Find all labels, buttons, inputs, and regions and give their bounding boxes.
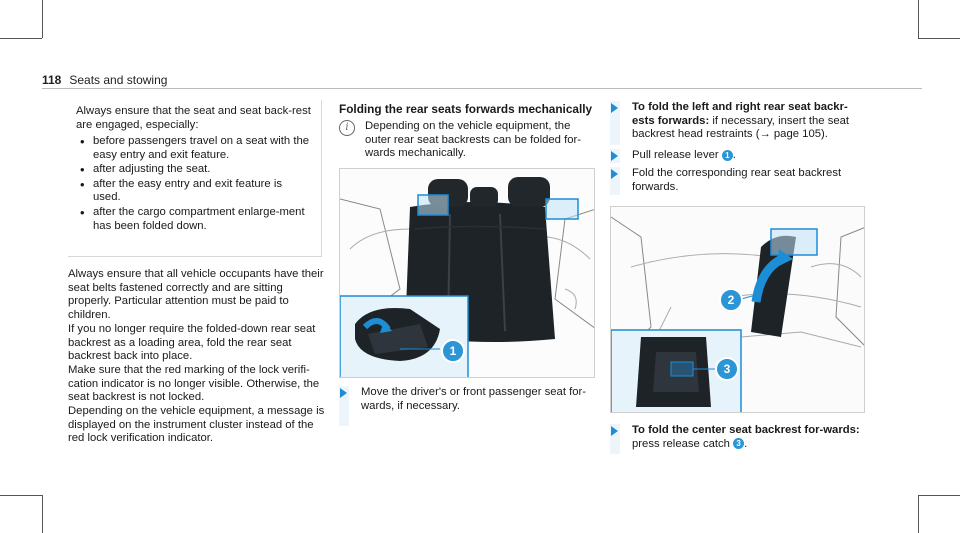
section-heading: Folding the rear seats forwards mechanic… [339,102,593,116]
crop-mark [0,38,42,39]
step-text: Fold the corresponding rear seat backres… [632,167,842,193]
callout-badge: 3 [733,438,745,450]
rear-seat-illustration: 1 [339,168,595,378]
arrow-icon [611,151,618,161]
instruction-step: Fold the corresponding rear seat backres… [610,167,870,195]
step-bold: To fold the left and right rear seat bac… [632,101,848,127]
header-rule [42,88,922,89]
crop-mark [918,0,919,38]
notice-list: before passengers travel on a seat with … [76,134,312,234]
crop-mark [42,0,43,38]
arrow-icon [611,169,618,179]
callout-2: 2 [719,288,743,312]
list-item: after the easy entry and exit feature is… [76,178,312,205]
section-title: Seats and stowing [69,73,168,87]
callout-1: 1 [441,339,465,363]
crop-mark [918,38,960,39]
info-note: i Depending on the vehicle equipment, th… [339,120,595,161]
step-text: Pull release lever [632,149,719,161]
step-bold: To fold the center seat backrest for-war… [632,424,860,436]
callout-3: 3 [715,357,739,381]
notice-intro: Always ensure that the seat and seat bac… [76,105,311,131]
instruction-step: Move the driver's or front passenger sea… [339,386,595,426]
arrow-icon [611,426,618,436]
list-item: before passengers travel on a seat with … [76,135,312,162]
instruction-step: To fold the left and right rear seat bac… [610,101,870,145]
callout-badge: 1 [721,149,733,161]
info-text: Depending on the vehicle equipment, the … [365,120,582,160]
crop-mark [0,495,42,496]
page-header: 118 Seats and stowing [42,73,167,87]
instruction-step: Pull release lever 1. [610,149,870,163]
crop-mark [42,495,43,533]
center-seat-drawing [611,216,864,412]
arrow-icon [340,388,347,398]
paragraph: Always ensure that all vehicle occupants… [68,268,324,321]
crop-mark [918,495,919,533]
page-number: 118 [42,73,62,87]
paragraph: Make sure that the red marking of the lo… [68,364,320,404]
info-icon: i [339,120,355,136]
list-item: after the cargo compartment enlarge-ment… [76,206,312,233]
notice-box: Always ensure that the seat and seat bac… [68,100,322,257]
step-text: if necessary, insert the seat backrest h… [632,114,850,141]
arrow-icon [611,103,618,113]
step-text: Move the driver's or front passenger sea… [361,386,587,412]
rear-seat-drawing [340,177,594,377]
center-seat-illustration: 2 3 [610,206,865,413]
paragraph: Depending on the vehicle equipment, a me… [68,405,325,445]
instruction-step: To fold the center seat backrest for-war… [610,424,870,454]
paragraph: If you no longer require the folded-down… [68,323,316,363]
list-item: after adjusting the seat. [76,163,312,177]
crop-mark [918,495,960,496]
step-text: press release catch [632,437,730,450]
